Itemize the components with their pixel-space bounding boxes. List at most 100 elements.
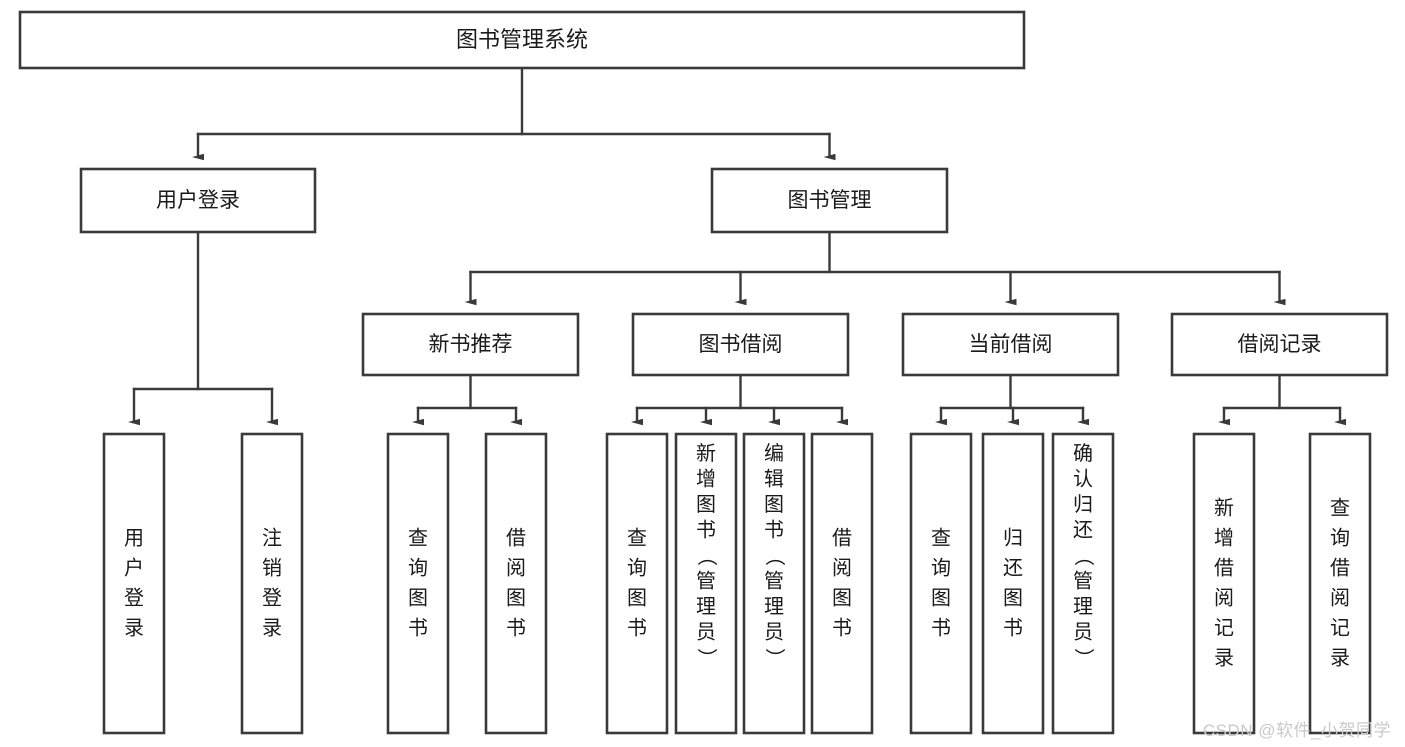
node-new-book-recommend[interactable]: 新书推荐 <box>361 312 580 377</box>
svg-text:录: 录 <box>1214 648 1234 670</box>
svg-text:录: 录 <box>1330 648 1350 670</box>
svg-text:理: 理 <box>764 596 784 618</box>
svg-text:（: （ <box>695 546 718 566</box>
svg-text:书: 书 <box>696 519 716 542</box>
svg-text:书: 书 <box>1003 617 1023 640</box>
svg-text:查: 查 <box>627 527 647 550</box>
connector-edge-record-to-leaves <box>1218 373 1346 426</box>
svg-text:图: 图 <box>696 494 716 516</box>
svg-text:书: 书 <box>764 519 784 542</box>
svg-text:新: 新 <box>1214 497 1234 520</box>
svg-text:理: 理 <box>1073 596 1093 618</box>
svg-text:借: 借 <box>832 527 852 550</box>
connector-edge-recommend-to-leaves <box>412 373 522 426</box>
svg-text:编: 编 <box>764 442 784 465</box>
svg-text:还: 还 <box>1073 519 1093 542</box>
svg-text:图: 图 <box>506 588 526 610</box>
connector-layer <box>128 66 1346 426</box>
watermark-text: CSDN @软件_小贺同学 <box>1202 721 1391 740</box>
svg-text:书: 书 <box>931 617 951 640</box>
svg-text:还: 还 <box>1003 557 1023 580</box>
svg-text:户: 户 <box>124 557 144 580</box>
svg-text:借: 借 <box>506 527 526 550</box>
connector-edge-userlogin-to-leaves <box>128 230 278 426</box>
node-label: 图书管理系统 <box>456 27 588 52</box>
node-label: 新书推荐 <box>429 333 513 356</box>
svg-text:录: 录 <box>124 618 144 640</box>
connector-edge-borrow-to-leaves <box>631 373 848 426</box>
node-leaf-user-login[interactable]: 用户登录 <box>102 432 166 735</box>
svg-text:管: 管 <box>764 570 784 593</box>
svg-text:认: 认 <box>1073 468 1093 491</box>
node-current-borrow[interactable]: 当前借阅 <box>901 312 1120 377</box>
node-label-vertical: 用户登录 <box>124 528 144 640</box>
node-borrow-record[interactable]: 借阅记录 <box>1170 312 1389 377</box>
svg-text:登: 登 <box>124 587 144 610</box>
svg-text:归: 归 <box>1073 493 1093 516</box>
node-label: 图书借阅 <box>699 333 783 356</box>
svg-text:录: 录 <box>262 618 282 640</box>
node-user-login[interactable]: 用户登录 <box>79 167 317 234</box>
svg-text:询: 询 <box>627 557 647 580</box>
node-label: 图书管理 <box>788 189 872 212</box>
node-label: 当前借阅 <box>969 333 1053 356</box>
node-layer: 图书管理系统用户登录图书管理新书推荐图书借阅当前借阅借阅记录用户登录注销登录查询… <box>18 10 1389 735</box>
svg-text:记: 记 <box>1214 617 1234 640</box>
svg-text:）: ） <box>763 648 786 668</box>
svg-text:（: （ <box>1072 546 1095 566</box>
svg-text:确: 确 <box>1073 442 1093 465</box>
svg-text:书: 书 <box>408 617 428 640</box>
node-book-borrow[interactable]: 图书借阅 <box>631 312 850 377</box>
svg-text:用: 用 <box>124 528 144 550</box>
svg-text:员: 员 <box>696 622 716 644</box>
svg-text:（: （ <box>763 546 786 566</box>
svg-text:图: 图 <box>764 494 784 516</box>
svg-text:图: 图 <box>931 588 951 610</box>
svg-text:增: 增 <box>696 468 716 491</box>
connector-edge-root-to-level2 <box>192 66 836 161</box>
svg-text:理: 理 <box>696 596 716 618</box>
svg-text:阅: 阅 <box>832 557 852 580</box>
svg-text:增: 增 <box>1214 527 1234 550</box>
svg-text:登: 登 <box>262 587 282 610</box>
connector-edge-bookmanage-to-level3 <box>464 230 1286 306</box>
svg-text:员: 员 <box>764 622 784 644</box>
svg-text:询: 询 <box>931 557 951 580</box>
node-book-manage[interactable]: 图书管理 <box>710 167 949 234</box>
svg-text:查: 查 <box>1330 497 1350 520</box>
svg-text:辑: 辑 <box>764 468 784 491</box>
svg-text:员: 员 <box>1073 622 1093 644</box>
svg-text:书: 书 <box>627 617 647 640</box>
node-label: 用户登录 <box>156 189 240 212</box>
svg-text:管: 管 <box>696 570 716 593</box>
svg-text:新: 新 <box>696 442 716 465</box>
svg-text:）: ） <box>1072 648 1095 668</box>
connector-edge-current-to-leaves <box>935 373 1089 426</box>
node-root-root[interactable]: 图书管理系统 <box>18 10 1026 70</box>
svg-text:注: 注 <box>262 527 282 550</box>
svg-text:借: 借 <box>1214 557 1234 580</box>
